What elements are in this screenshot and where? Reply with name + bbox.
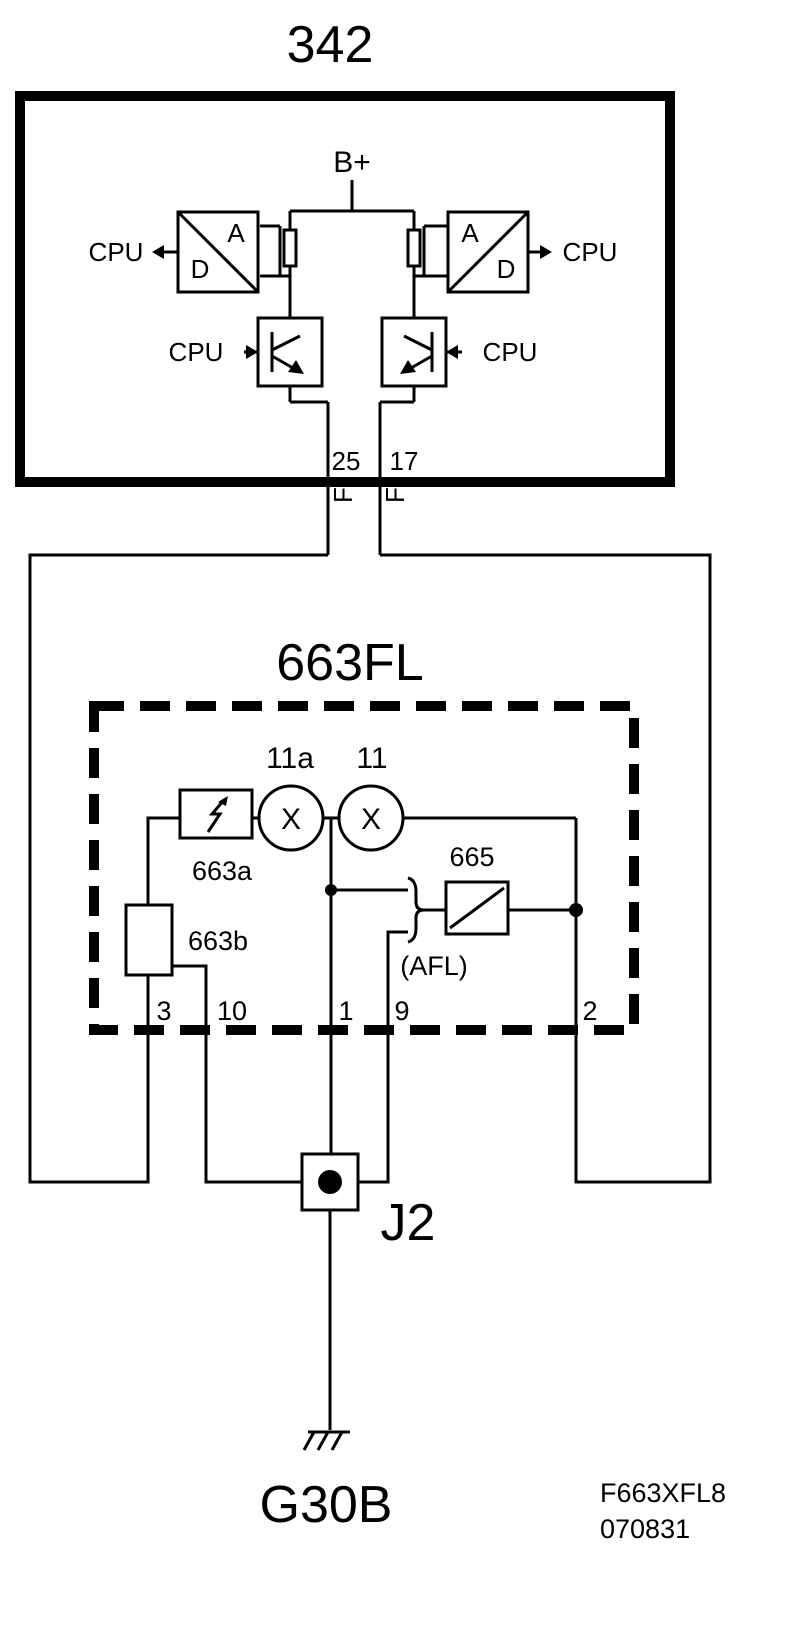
left-input-circuit: A D CPU CPU xyxy=(89,210,330,482)
junction-j2-label: J2 xyxy=(381,1194,436,1252)
module-663fl-border xyxy=(89,701,639,1035)
right-input-circuit: A D CPU CPU xyxy=(378,210,618,482)
reference-date: 070831 xyxy=(600,1514,690,1544)
left-ad-d: D xyxy=(191,254,210,284)
lamp-11-label: 11 xyxy=(356,742,387,775)
cpu-label-mid-right: CPU xyxy=(483,337,538,367)
left-ad-converter: A D xyxy=(176,210,260,294)
left-resistor xyxy=(282,228,298,268)
left-transistor xyxy=(256,316,324,388)
pin-10-label: 10 xyxy=(217,996,247,1026)
cpu-label-mid-left: CPU xyxy=(169,337,224,367)
ground-icon xyxy=(302,1430,350,1451)
pin-1-label: 1 xyxy=(338,996,353,1026)
reference-code: F663XFL8 xyxy=(600,1478,726,1508)
cpu-label-top-left: CPU xyxy=(89,237,144,267)
arrow-right-cpu-out-icon xyxy=(540,245,552,259)
left-ad-a: A xyxy=(227,218,245,248)
arrow-left-cpu-in-icon xyxy=(446,345,458,359)
lamp-11a-label: 11a xyxy=(266,742,314,775)
svg-text:X: X xyxy=(281,803,301,836)
pin-25-label: 25 xyxy=(332,446,361,476)
component-663a xyxy=(178,788,254,840)
pin-3-label: 3 xyxy=(156,996,171,1026)
right-transistor xyxy=(380,316,448,388)
right-ad-a: A xyxy=(461,218,479,248)
label-663a: 663a xyxy=(192,856,253,886)
module-342-border xyxy=(15,91,675,487)
module-342-title: 342 xyxy=(287,16,374,74)
ground-label: G30B xyxy=(260,1476,393,1534)
right-ad-converter: A D xyxy=(446,210,530,294)
connector-f-left: F xyxy=(328,487,358,503)
pin-9-label: 9 xyxy=(394,996,409,1026)
arrow-left-cpu-icon xyxy=(152,245,164,259)
pin-2-label: 2 xyxy=(582,996,597,1026)
cpu-label-top-right: CPU xyxy=(563,237,618,267)
afl-brace xyxy=(407,876,425,944)
pin-17-label: 17 xyxy=(390,446,419,476)
svg-text:X: X xyxy=(361,803,381,836)
junction-dot-2 xyxy=(569,903,583,917)
lamp-11-icon: X xyxy=(337,784,405,852)
supply-label: B+ xyxy=(333,146,371,179)
right-ad-d: D xyxy=(497,254,516,284)
component-663b xyxy=(124,903,174,977)
component-665 xyxy=(444,880,510,936)
arrow-right-cpu-icon xyxy=(246,345,258,359)
label-665: 665 xyxy=(449,842,494,872)
lamp-11a-icon: X xyxy=(257,784,325,852)
right-resistor xyxy=(406,228,422,268)
junction-j2 xyxy=(300,1152,360,1212)
label-663b: 663b xyxy=(188,926,248,956)
connector-f-right: F xyxy=(380,487,410,503)
afl-label: (AFL) xyxy=(400,951,468,981)
module-663fl-title: 663FL xyxy=(276,634,423,692)
